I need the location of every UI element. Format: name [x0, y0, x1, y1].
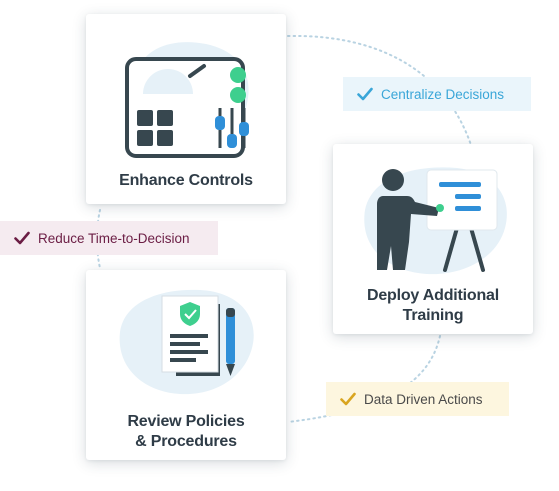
reduce-time-label: Reduce Time-to-Decision [38, 230, 190, 246]
check-icon [14, 231, 30, 245]
centralize-decisions-label: Centralize Decisions [381, 86, 505, 102]
review-policies-title-line1: Review Policies [127, 413, 245, 430]
control-panel-icon [125, 42, 249, 158]
check-icon [340, 392, 356, 406]
trainer-presentation-icon [364, 167, 507, 275]
enhance-controls-card: Enhance Controls [86, 14, 286, 204]
reduce-time-tag: Reduce Time-to-Decision [0, 221, 218, 255]
data-driven-tag: Data Driven Actions [326, 382, 509, 416]
deploy-training-title-line2: Training [402, 307, 464, 324]
centralize-decisions-tag: Centralize Decisions [343, 77, 531, 111]
enhance-controls-title: Enhance Controls [119, 172, 253, 189]
data-driven-label: Data Driven Actions [364, 391, 483, 407]
policy-document-icon [119, 289, 254, 395]
check-icon [357, 87, 373, 101]
review-policies-title-line2: & Procedures [135, 433, 237, 450]
review-policies-card: Review Policies & Procedures [86, 270, 286, 460]
deploy-training-title-line1: Deploy Additional [366, 287, 499, 304]
deploy-training-card: Deploy Additional Training [333, 144, 533, 334]
